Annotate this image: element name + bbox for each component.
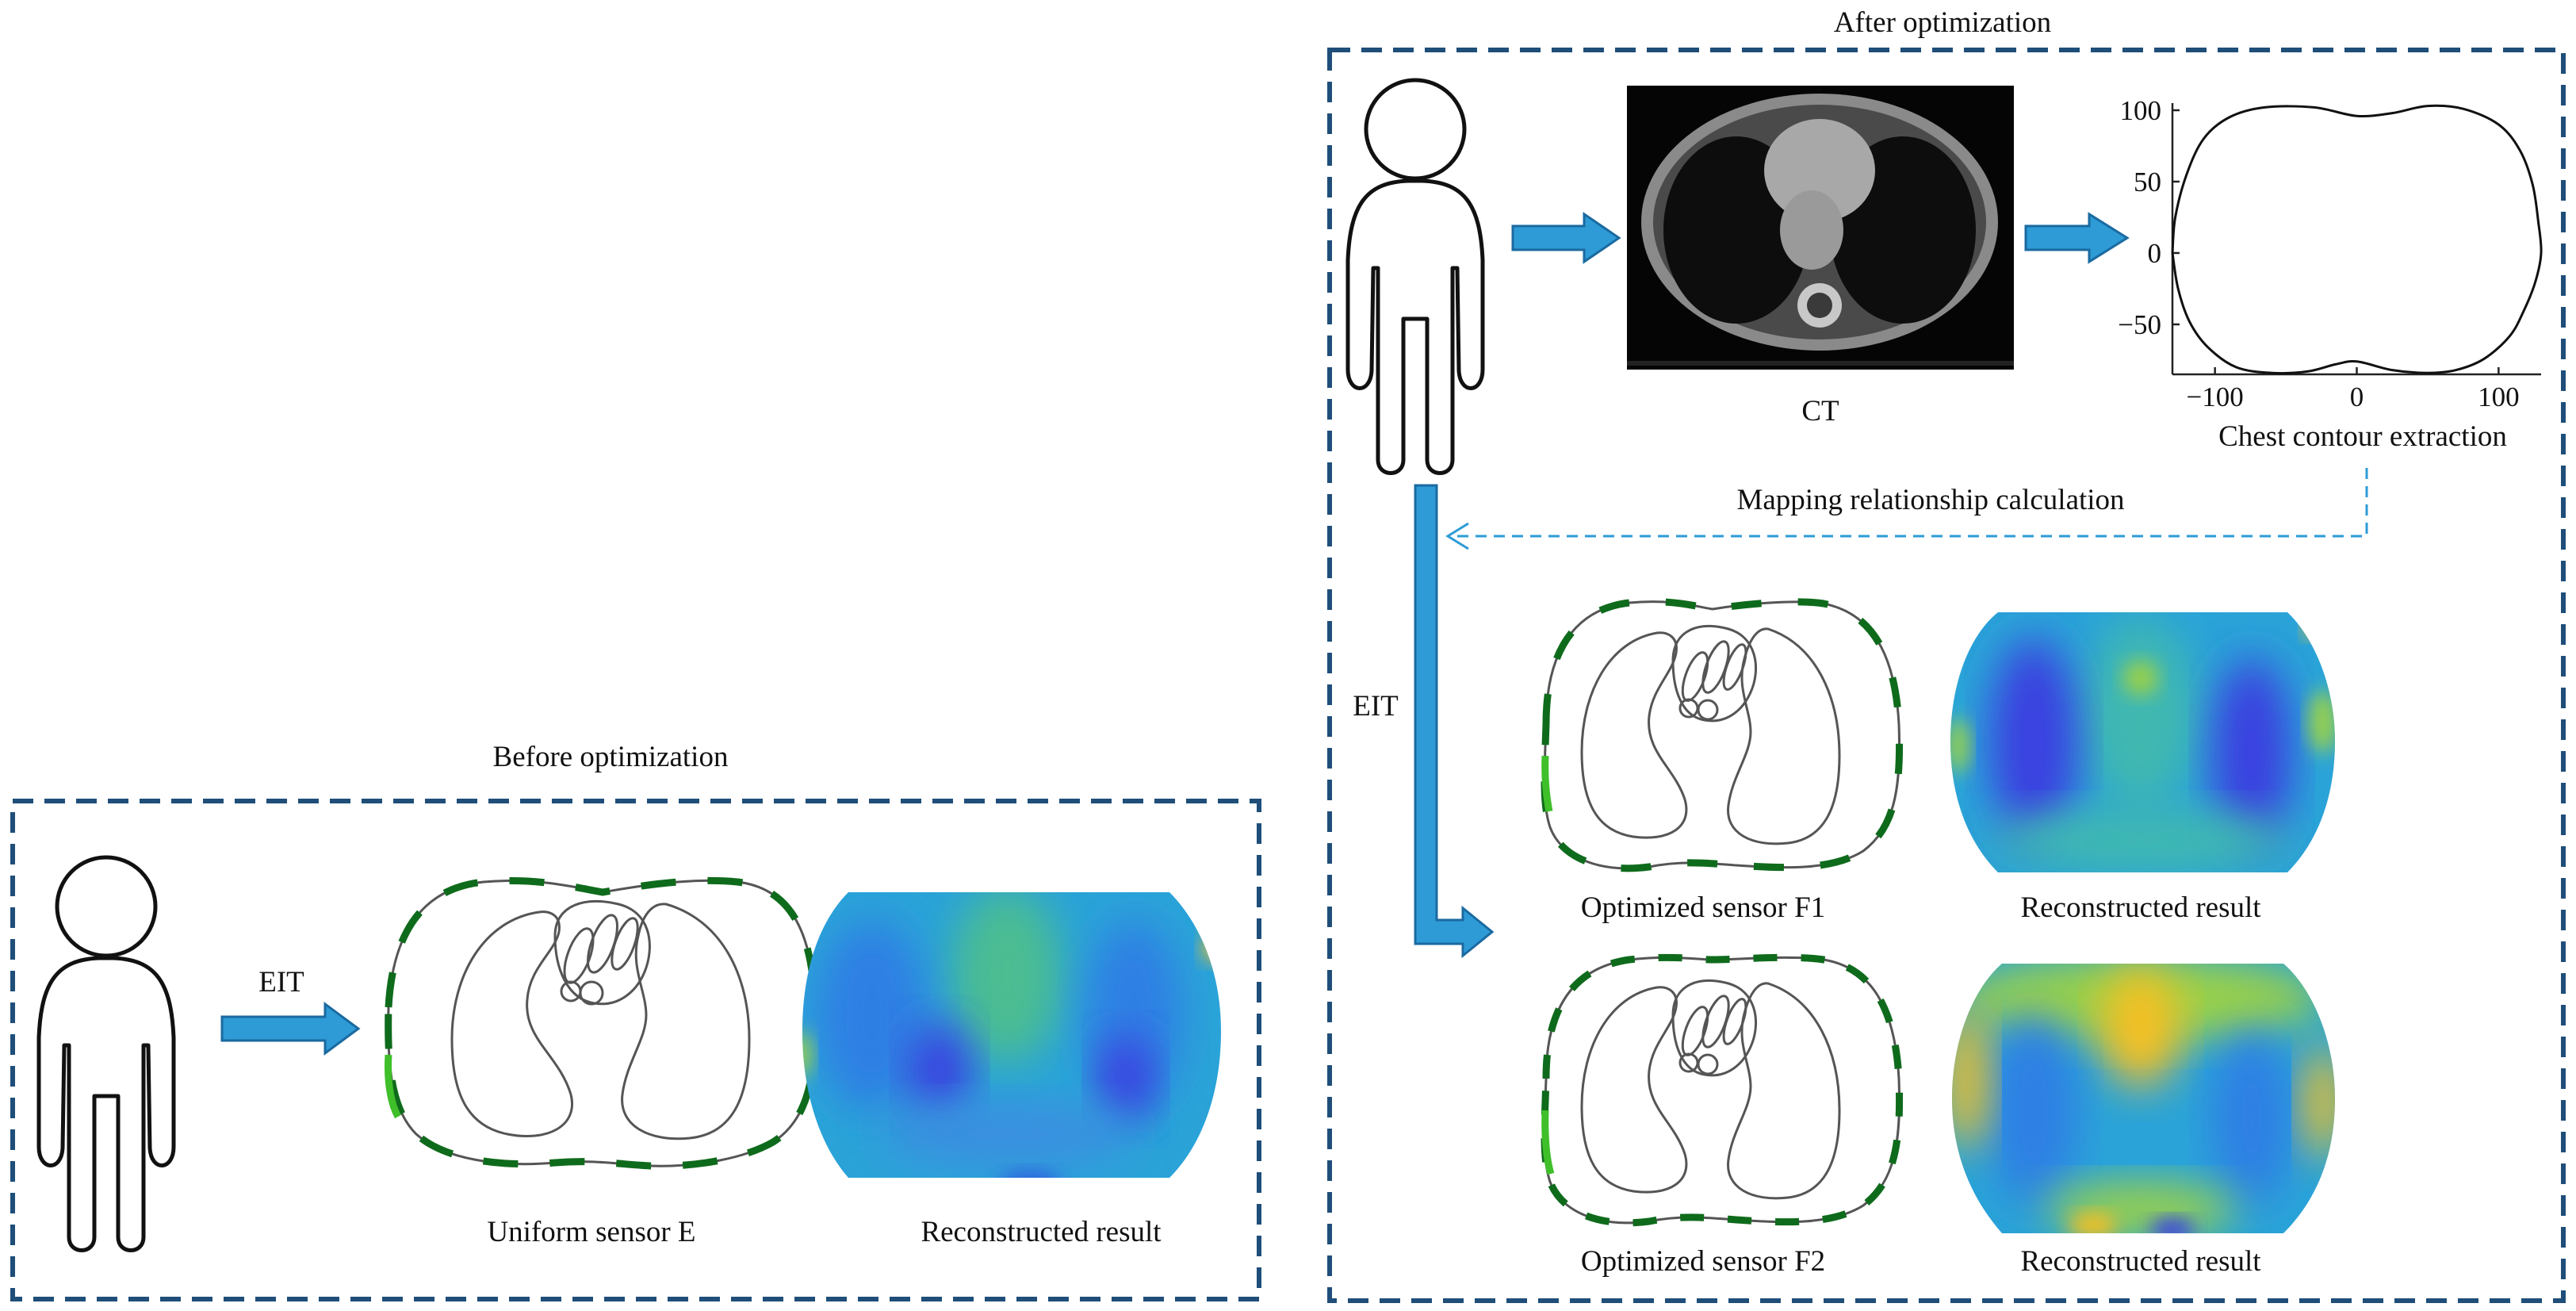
- before-result-caption: Reconstructed result: [921, 1216, 1162, 1248]
- before-title: Before optimization: [493, 741, 729, 773]
- eit-reconstruction-map: [1950, 612, 2335, 872]
- y-tick-label: −50: [2118, 309, 2161, 340]
- sensor-f2-caption: Optimized sensor F2: [1581, 1245, 1825, 1278]
- down-right-arrow-icon: [1414, 484, 1495, 959]
- mapping-label: Mapping relationship calculation: [1736, 484, 2124, 516]
- y-tick-label: 0: [2148, 238, 2162, 269]
- ct-slice-image: [1627, 86, 2014, 370]
- result-f2-caption: Reconstructed result: [2020, 1245, 2261, 1278]
- eit-reconstruction-map: [802, 892, 1221, 1178]
- person-outline-icon: [1345, 78, 1485, 475]
- before-frame: [10, 799, 1261, 1301]
- x-tick-label: 0: [2350, 381, 2364, 412]
- sensor-f1-caption: Optimized sensor F1: [1581, 891, 1825, 924]
- contour-caption: Chest contour extraction: [2218, 420, 2507, 453]
- person-outline-icon: [36, 855, 176, 1252]
- chest-sensor-diagram: [1541, 953, 1904, 1227]
- chest-contour-line: [2171, 104, 2543, 375]
- after-title: After optimization: [1834, 6, 2051, 39]
- after-eit-label: EIT: [1353, 690, 1399, 723]
- chest-sensor-diagram: [1541, 598, 1904, 872]
- before-sensor-caption: Uniform sensor E: [487, 1216, 695, 1248]
- right-arrow-icon: [1511, 212, 1621, 264]
- x-tick-label: −100: [2187, 381, 2244, 412]
- chest-sensor-diagram: [385, 876, 819, 1170]
- after-frame: [1327, 48, 2566, 1303]
- result-f1-caption: Reconstructed result: [2020, 891, 2261, 924]
- right-arrow-icon: [220, 1002, 361, 1056]
- eit-reconstruction-map: [1952, 964, 2335, 1233]
- x-tick-label: 100: [2478, 381, 2520, 412]
- contour-plot: −50 0 50 100 −100 0 100: [2118, 95, 2543, 412]
- y-tick-label: 50: [2134, 167, 2161, 197]
- ct-caption: CT: [1801, 395, 1839, 427]
- y-tick-label: 100: [2120, 95, 2162, 126]
- arrowhead-icon: [1445, 522, 1469, 550]
- mapping-dashed-arrow: [1451, 468, 2368, 538]
- right-arrow-icon: [2024, 212, 2130, 264]
- before-eit-label: EIT: [258, 966, 304, 999]
